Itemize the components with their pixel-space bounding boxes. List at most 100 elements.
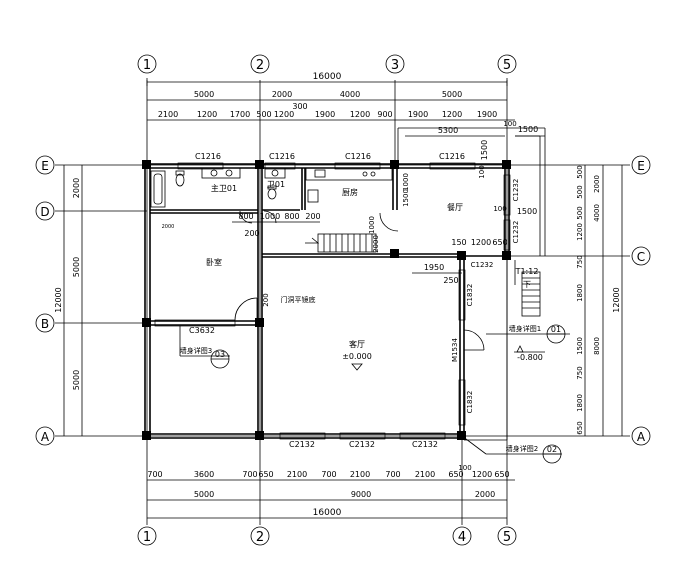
dim-bottom-detail: 700 — [242, 470, 257, 479]
window-label: C1232 — [512, 221, 520, 244]
detail-callout-3-number: 03 — [215, 350, 225, 359]
dim-bottom-total: 16000 — [313, 508, 342, 518]
window-label: C1216 — [439, 152, 465, 161]
axis-bubble-left-A: A — [35, 426, 55, 446]
dim-right-segment: 1800 — [576, 394, 584, 412]
dim-top-extra: 5300 — [438, 126, 458, 135]
window-label: C2132 — [412, 440, 438, 449]
exterior-level: -0.800 — [517, 353, 543, 362]
window-label: C3632 — [189, 326, 215, 335]
window-label: C2132 — [349, 440, 375, 449]
dim-top-extra: 100 — [478, 165, 486, 178]
svg-text:2: 2 — [256, 530, 264, 545]
dim-bottom-segment: 2000 — [475, 490, 495, 499]
window-label: C1832 — [466, 391, 474, 414]
svg-text:B: B — [41, 317, 49, 331]
dim-right-segment: 1200 — [576, 223, 584, 241]
room-living: 客厅 — [349, 339, 365, 349]
inner-dim: 150 — [451, 238, 466, 247]
dim-bottom-detail: 700 — [147, 470, 162, 479]
dim-top-detail: 1900 — [315, 110, 335, 119]
axis-bubble-bottom-4: 4 — [452, 526, 472, 546]
room-dining: 餐厅 — [447, 203, 463, 212]
dim-right-segment: 750 — [576, 255, 584, 268]
inner-dim: 200 — [305, 212, 320, 221]
dim-top-detail: 300 — [292, 102, 307, 111]
dim-top-detail: 1200 — [442, 110, 462, 119]
dim-top-detail: 1900 — [408, 110, 428, 119]
room-bath: 卫01 — [267, 180, 285, 189]
dim-bottom-segment: 9000 — [351, 490, 371, 499]
bath-fixtures — [264, 167, 286, 200]
dim-top-total: 16000 — [313, 72, 342, 82]
detail-callout-1-label: 墙身详图1 — [509, 324, 541, 333]
svg-text:E: E — [637, 159, 645, 173]
inner-dim: 1950 — [424, 263, 444, 272]
axis-bubble-left-B: B — [35, 313, 55, 333]
window-label: C1232 — [512, 179, 520, 202]
inner-dim: 200 — [262, 293, 270, 306]
axis-bubble-right-E: E — [631, 155, 651, 175]
axis-bubble-bottom-1: 1 — [137, 526, 157, 546]
dim-top-extra: 1500 — [517, 207, 537, 216]
inner-dim: 800 — [284, 212, 299, 221]
dim-left-segment: 5000 — [72, 257, 81, 277]
door-label: M1534 — [451, 338, 459, 362]
inner-dim: 650 — [492, 238, 507, 247]
detail-callout-1-number: 01 — [551, 325, 561, 334]
axis-bubble-bottom-5: 5 — [497, 526, 517, 546]
window-label: C2132 — [289, 440, 315, 449]
svg-text:A: A — [41, 430, 50, 444]
window-label: C1216 — [345, 152, 371, 161]
dim-top-extra: 1500 — [518, 125, 538, 134]
window-label: C1832 — [466, 284, 474, 307]
dim-right-segment: 500 — [576, 206, 584, 219]
stair-slope: T1:12 — [515, 267, 539, 276]
toilet-master — [175, 170, 185, 187]
axis-bubble-bottom-2: 2 — [250, 526, 270, 546]
dim-top-detail: 900 — [377, 110, 392, 119]
dimension-right: 500 500 500 1200 750 1800 1500 750 1800 … — [576, 165, 623, 436]
svg-text:5: 5 — [503, 530, 511, 545]
windows — [154, 162, 511, 440]
dim-right-segment: 1500 — [576, 337, 584, 355]
dimension-top: 16000 5000 2000 4000 5000 2100 1200 1700… — [146, 72, 545, 216]
inner-dim: 1500 — [402, 189, 410, 207]
svg-text:A: A — [637, 430, 646, 444]
inner-dim: 2000 — [372, 235, 380, 253]
detail-callout-1: 墙身详图1 01 — [486, 324, 570, 344]
dim-top-segment: 2000 — [272, 90, 292, 99]
dim-bottom-detail: 1200 — [472, 470, 492, 479]
bathtub — [150, 170, 166, 208]
room-living-level: ±0.000 — [342, 352, 372, 361]
dim-top-detail: 1200 — [197, 110, 217, 119]
axis-bubble-right-A: A — [631, 426, 651, 446]
dim-top-extra: 1500 — [480, 140, 489, 160]
room-labels: 主卫01 卫01 厨房 餐厅 卧室 客厅 ±0.000 — [206, 180, 463, 371]
dim-top-detail: 1900 — [477, 110, 497, 119]
svg-text:4: 4 — [458, 530, 466, 545]
inner-dim: 1000 — [260, 212, 280, 221]
dim-right-total: 12000 — [612, 287, 621, 312]
window-label: C1232 — [471, 261, 494, 269]
dim-top-detail: 1700 — [230, 110, 250, 119]
inner-dim: 2000 — [162, 224, 175, 230]
window-label: C1216 — [195, 152, 221, 161]
window-label: C1216 — [269, 152, 295, 161]
dim-bottom-detail: 2100 — [287, 470, 307, 479]
axis-bubble-top-3: 3 — [385, 54, 405, 74]
dim-left-segment: 2000 — [72, 178, 81, 198]
inner-dim: 1000 — [402, 173, 410, 191]
axis-bubble-top-2: 2 — [250, 54, 270, 74]
dim-top-extra: 100 — [493, 205, 506, 213]
svg-text:3: 3 — [391, 58, 399, 73]
interior-stair — [305, 233, 377, 253]
annotations: 门洞平镜底 -0.800 墙身详图1 01 墙身详图2 02 墙身详图3 03 — [179, 295, 570, 464]
dim-right-group: 4000 — [593, 204, 601, 222]
svg-text:2: 2 — [256, 58, 264, 73]
inner-dim: 800 — [238, 212, 253, 221]
dim-bottom-segment: 5000 — [194, 490, 214, 499]
inner-dimensions: 800 1000 800 200 200 2000 1000 2000 1000… — [162, 173, 508, 307]
dim-bottom-detail: 700 — [385, 470, 400, 479]
